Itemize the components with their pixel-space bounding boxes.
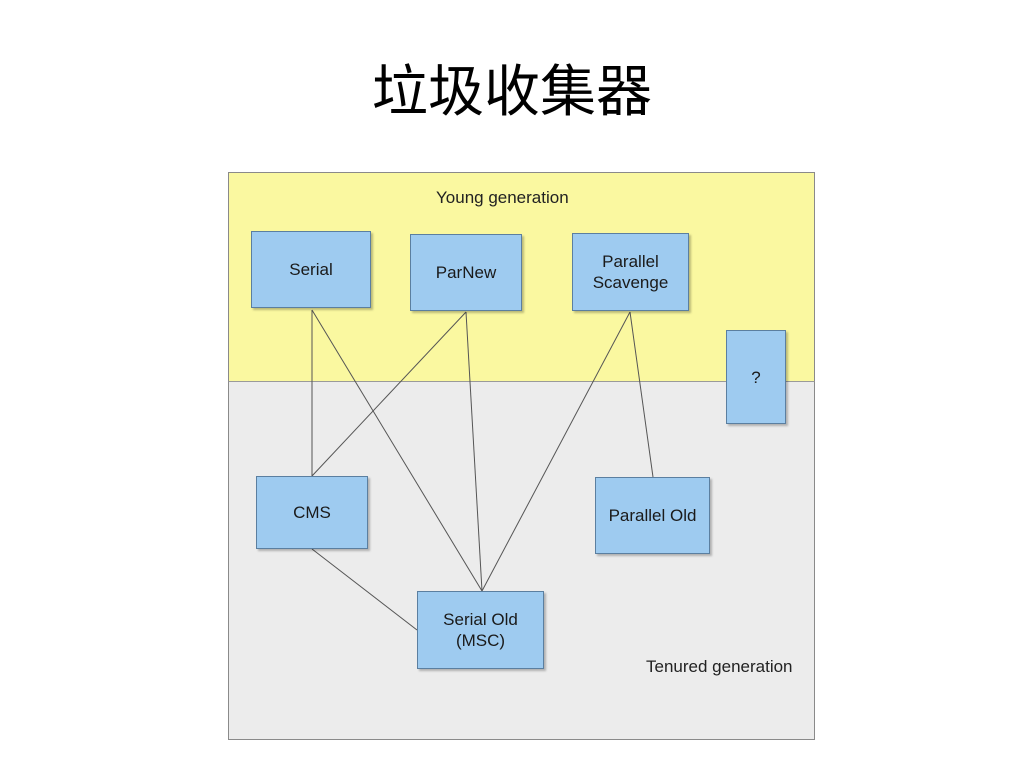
edge-parallel_scavenge-to-parallel_old — [629, 311, 654, 478]
tenured-generation-label: Tenured generation — [646, 657, 793, 676]
parallel-old-node: Parallel Old — [595, 477, 710, 554]
edge-cms-to-serial_old — [311, 548, 418, 631]
parallel-scavenge-node: Parallel Scavenge — [572, 233, 689, 311]
edge-serial-to-serial_old — [311, 309, 483, 592]
edge-parnew-to-serial_old — [465, 311, 483, 592]
serial-node: Serial — [251, 231, 371, 308]
tenured-generation-region — [228, 381, 815, 740]
young-generation-label: Young generation — [436, 188, 569, 207]
unknown-collector-node: ? — [726, 330, 786, 424]
edge-parnew-to-cms — [311, 311, 467, 477]
parnew-node: ParNew — [410, 234, 522, 311]
serial-old-node: Serial Old (MSC) — [417, 591, 544, 669]
edge-parallel_scavenge-to-serial_old — [481, 311, 631, 592]
slide-title: 垃圾收集器 — [372, 60, 652, 125]
cms-node: CMS — [256, 476, 368, 549]
